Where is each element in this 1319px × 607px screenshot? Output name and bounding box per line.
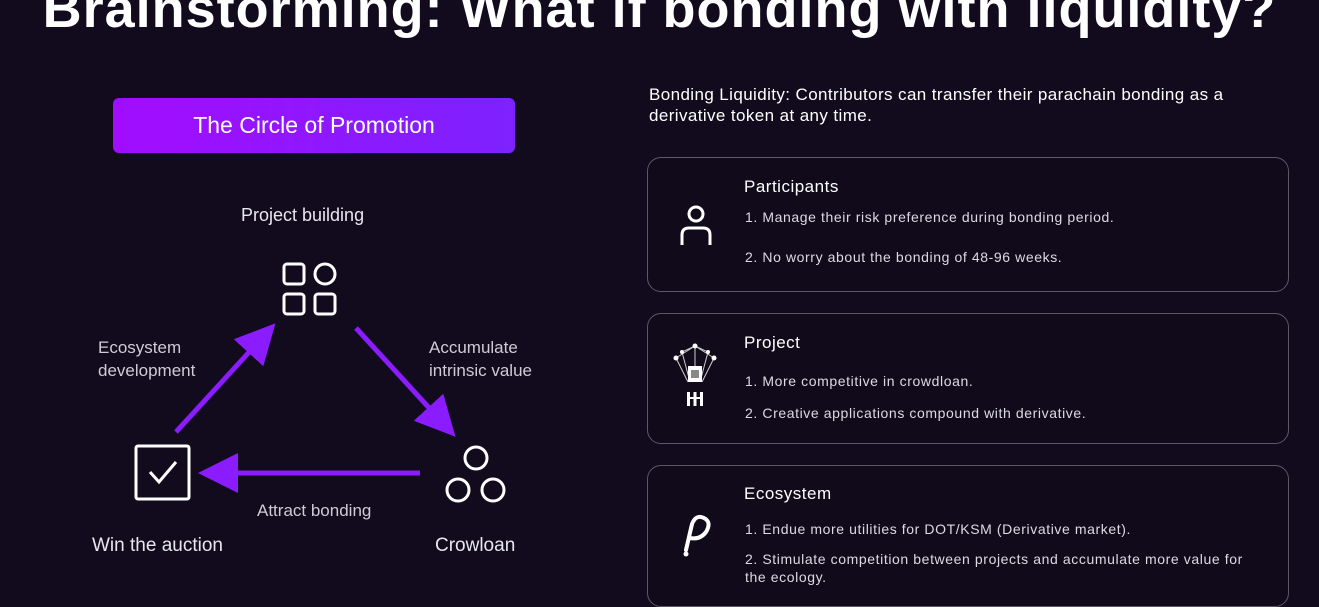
card-project: Project 1. More competitive in crowdloan… xyxy=(647,313,1289,444)
node-label-crowloan: Crowloan xyxy=(435,535,516,556)
card-item: 1. More competitive in crowdloan. xyxy=(745,373,974,389)
circle-of-promotion-button[interactable]: The Circle of Promotion xyxy=(113,98,515,153)
card-item: 1. Manage their risk preference during b… xyxy=(745,209,1115,225)
card-item: 1. Endue more utilities for DOT/KSM (Der… xyxy=(745,521,1132,537)
project-network-icon xyxy=(673,343,717,406)
page-title: Brainstorming: What if bonding with liqu… xyxy=(42,0,1277,39)
card-title: Ecosystem xyxy=(744,484,832,503)
polkadot-icon xyxy=(683,514,711,557)
arrow-accumulate xyxy=(354,326,456,437)
card-item: 2. Stimulate competition between project… xyxy=(745,551,1243,585)
card-title: Participants xyxy=(744,177,839,196)
promotion-cycle-diagram xyxy=(134,262,506,503)
apps-icon xyxy=(282,262,337,316)
user-icon xyxy=(680,205,712,245)
card-title: Project xyxy=(744,333,801,352)
card-item: 2. Creative applications compound with d… xyxy=(745,405,1087,421)
card-participants: Participants 1. Manage their risk prefer… xyxy=(647,157,1289,292)
intro-text: Bonding Liquidity: Contributors can tran… xyxy=(649,85,1224,125)
node-label-project-building: Project building xyxy=(241,205,365,225)
card-ecosystem: Ecosystem 1. Endue more utilities for DO… xyxy=(647,465,1289,607)
edge-label-attract: Attract bonding xyxy=(257,501,372,520)
edge-label-ecosystem: Ecosystem development xyxy=(98,338,196,380)
node-label-win-auction: Win the auction xyxy=(92,535,223,556)
checkbox-icon xyxy=(134,444,191,501)
group-circles-icon xyxy=(445,445,506,503)
arrow-ecosystem xyxy=(174,323,276,434)
card-item: 2. No worry about the bonding of 48-96 w… xyxy=(745,249,1063,265)
edge-label-accumulate: Accumulate intrinsic value xyxy=(429,338,532,380)
